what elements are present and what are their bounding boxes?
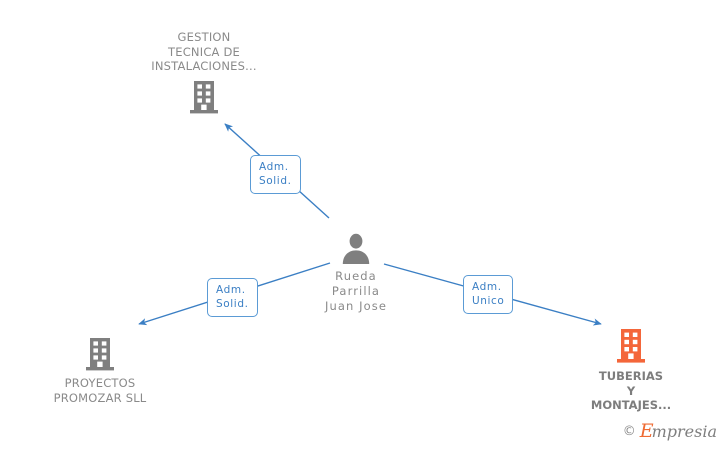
node-proyectos-promozar-sll[interactable]: PROYECTOS PROMOZAR SLL [0, 337, 200, 405]
node-label-rueda-parrilla-juan-jose: Rueda Parrilla Juan Jose [324, 269, 388, 313]
building-icon[interactable] [85, 337, 115, 371]
node-rueda-parrilla-juan-jose[interactable]: Rueda Parrilla Juan Jose [256, 233, 456, 314]
empresia-watermark: © Empresia [623, 422, 717, 441]
node-label-tuberias-y-montajes: TUBERIAS Y MONTAJES... [590, 369, 672, 412]
node-label-gestion-tecnica: GESTION TECNICA DE INSTALACIONES... [151, 30, 257, 73]
copyright-symbol: © [622, 424, 636, 439]
person-icon[interactable] [341, 233, 371, 264]
relation-chip-gestion[interactable]: Adm. Solid. [250, 155, 301, 194]
node-tuberias-y-montajes[interactable]: TUBERIAS Y MONTAJES... [531, 328, 728, 413]
relation-chip-tuberias[interactable]: Adm. Unico [463, 275, 514, 314]
building-icon[interactable] [616, 328, 646, 364]
brand-initial: E [639, 420, 654, 442]
relation-chip-promozar[interactable]: Adm. Solid. [207, 278, 258, 317]
node-gestion-tecnica[interactable]: GESTION TECNICA DE INSTALACIONES... [104, 30, 304, 114]
node-label-proyectos-promozar-sll: PROYECTOS PROMOZAR SLL [53, 376, 147, 405]
brand-name: mpresia [651, 422, 717, 441]
building-icon[interactable] [189, 80, 219, 114]
